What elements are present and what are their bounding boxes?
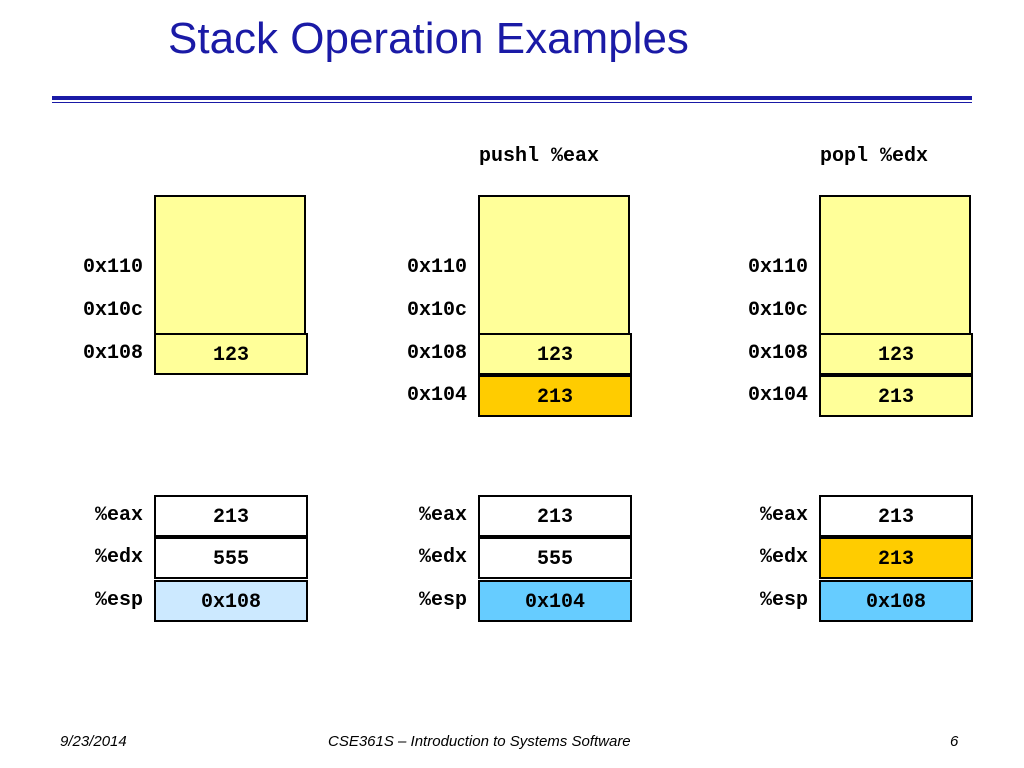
register-label: %esp <box>418 589 467 612</box>
slide-title: Stack Operation Examples <box>168 14 689 63</box>
register-eax-value: 213 <box>819 495 973 537</box>
register-esp-value: 0x108 <box>154 580 308 622</box>
register-label: %esp <box>94 589 143 612</box>
register-edx-value: 555 <box>154 537 308 579</box>
stack-cell-0x108: 123 <box>478 333 632 375</box>
register-label: %eax <box>759 504 808 527</box>
stack-cell-0x108: 123 <box>819 333 973 375</box>
register-label: %eax <box>94 504 143 527</box>
stack-address: 0x104 <box>747 384 808 407</box>
stack-address: 0x110 <box>747 256 808 279</box>
stack-address: 0x10c <box>406 299 467 322</box>
register-label: %edx <box>418 546 467 569</box>
register-edx-value: 213 <box>819 537 973 579</box>
stack-address: 0x10c <box>82 299 143 322</box>
stack-address: 0x110 <box>82 256 143 279</box>
register-eax-value: 213 <box>154 495 308 537</box>
register-label: %esp <box>759 589 808 612</box>
stack-cell-0x108: 123 <box>154 333 308 375</box>
stack-address: 0x108 <box>406 342 467 365</box>
title-rule-thin <box>52 102 972 103</box>
stack-address: 0x10c <box>747 299 808 322</box>
register-label: %eax <box>418 504 467 527</box>
register-edx-value: 555 <box>478 537 632 579</box>
stack-cell-0x104: 213 <box>819 375 973 417</box>
instruction-caption: pushl %eax <box>479 145 600 168</box>
register-label: %edx <box>94 546 143 569</box>
stack-address: 0x108 <box>82 342 143 365</box>
stack-cell-0x104: 213 <box>478 375 632 417</box>
instruction-caption: popl %edx <box>820 145 929 168</box>
register-esp-value: 0x104 <box>478 580 632 622</box>
footer-course: CSE361S – Introduction to Systems Softwa… <box>328 733 631 750</box>
page-number: 6 <box>950 733 959 750</box>
stack-address: 0x108 <box>747 342 808 365</box>
stack-address: 0x110 <box>406 256 467 279</box>
register-label: %edx <box>759 546 808 569</box>
footer-date: 9/23/2014 <box>60 733 127 750</box>
register-eax-value: 213 <box>478 495 632 537</box>
stack-address: 0x104 <box>406 384 467 407</box>
title-rule-thick <box>52 96 972 100</box>
register-esp-value: 0x108 <box>819 580 973 622</box>
